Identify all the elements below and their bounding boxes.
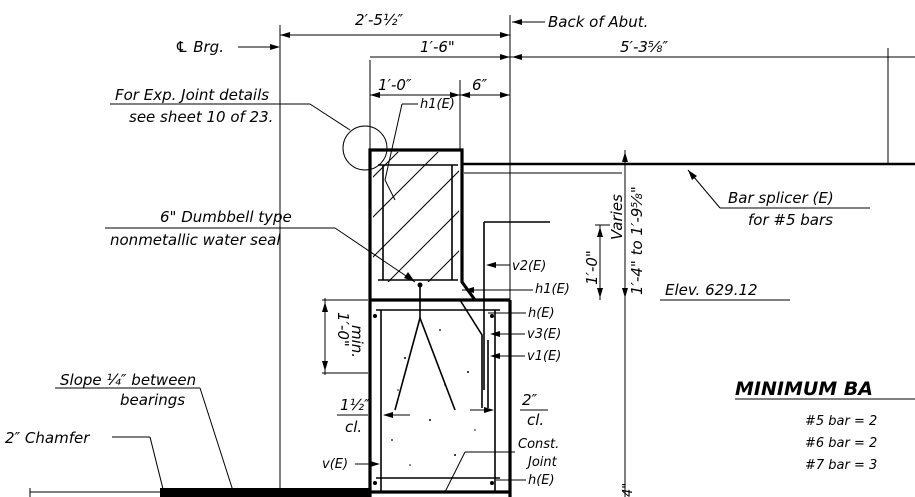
min-word-label: min.	[348, 325, 366, 358]
backwall-block	[368, 148, 477, 301]
bar6-row: #6 bar = 2	[805, 436, 877, 451]
dim-6: 6″	[472, 76, 488, 94]
dumbbell-note: 6" Dumbbell type nonmetallic water seal	[105, 208, 416, 283]
varies-range-label: 1′-4" to 1′-9⅝"	[628, 186, 646, 295]
cl-2-label: 2″	[522, 391, 538, 409]
detail-circle	[342, 125, 388, 171]
varies-label: Varies	[608, 194, 626, 240]
chamfer-note: 2″ Chamfer	[5, 429, 166, 497]
abutment-stem	[368, 282, 512, 497]
bar-splicer-note: Bar splicer (E) for #5 bars	[687, 169, 870, 229]
dim-1-0-vertical: 1′-0"	[583, 250, 601, 285]
v1e-label: v1(E)	[527, 349, 561, 364]
const-joint-note: Const. Joint	[444, 437, 559, 493]
bar7-row: #7 bar = 3	[805, 458, 877, 473]
v2e-label: v2(E)	[512, 259, 546, 274]
const-joint-line1: Const.	[518, 437, 559, 452]
dim-1-0: 1′-0″	[378, 76, 412, 94]
exp-joint-note: For Exp. Joint details see sheet 10 of 2…	[110, 86, 388, 171]
cl-1-5-label: 1½″	[340, 396, 370, 414]
h1e-top-callout: h1(E)	[384, 97, 455, 201]
cl-brg-label: ℄ Brg.	[175, 38, 224, 56]
slope-line2: bearings	[120, 391, 185, 409]
ve-label: v(E)	[322, 457, 348, 472]
bar-splicer-line1: Bar splicer (E)	[728, 189, 834, 207]
elev-label: Elev. 629.12	[665, 281, 758, 299]
dim-1-6: 1′-6"	[420, 38, 455, 56]
v3e-label: v3(E)	[527, 327, 561, 342]
he-bottom-label: h(E)	[528, 473, 555, 488]
top-dimensions: 2′-5½″ ℄ Brg. Back of Abut. 1′-6" 5′-3⅝″…	[175, 11, 915, 490]
slope-line1: Slope ¼″ between	[60, 371, 196, 389]
cl-left-word: cl.	[345, 418, 362, 436]
dumbbell-line1: 6" Dumbbell type	[160, 208, 292, 226]
he-top-label: h(E)	[528, 306, 555, 321]
h1e-label: h1(E)	[535, 282, 570, 297]
back-of-abut-label: Back of Abut.	[548, 13, 648, 31]
bar-splicer-line2: for #5 bars	[748, 211, 833, 229]
varies-dimension: Varies 1′-4" to 1′-9⅝" 1′-0"	[583, 150, 646, 300]
chamfer-label: 2″ Chamfer	[5, 429, 90, 447]
minimum-bar-table: MINIMUM BA #5 bar = 2 #6 bar = 2 #7 bar …	[735, 378, 915, 473]
min-dimension: 1′-0" min.	[322, 298, 368, 375]
bar5-row: #5 bar = 2	[805, 414, 877, 429]
bearing-seat	[29, 488, 370, 497]
min-bar-title: MINIMUM BA	[735, 378, 873, 400]
h1e-top-label: h1(E)	[420, 97, 455, 112]
cl-right-word: cl.	[527, 411, 544, 429]
min-1-0-label: 1′-0"	[334, 312, 352, 347]
exp-joint-line2: see sheet 10 of 23.	[129, 108, 273, 126]
const-joint-line2: Joint	[525, 455, 558, 470]
slope-note: Slope ¼″ between bearings	[55, 371, 236, 497]
clear-cover-labels: 1½″ cl. 2″ cl.	[337, 391, 548, 436]
dim-5-3-5-8: 5′-3⅝″	[620, 38, 668, 56]
exp-joint-line1: For Exp. Joint details	[115, 86, 269, 104]
dim-bottom-partial: 4"	[621, 483, 636, 497]
dim-2-5-half: 2′-5½″	[355, 11, 403, 29]
dumbbell-line2: nonmetallic water seal	[110, 231, 281, 249]
bottom-callouts: v(E) h(E)	[322, 457, 555, 488]
